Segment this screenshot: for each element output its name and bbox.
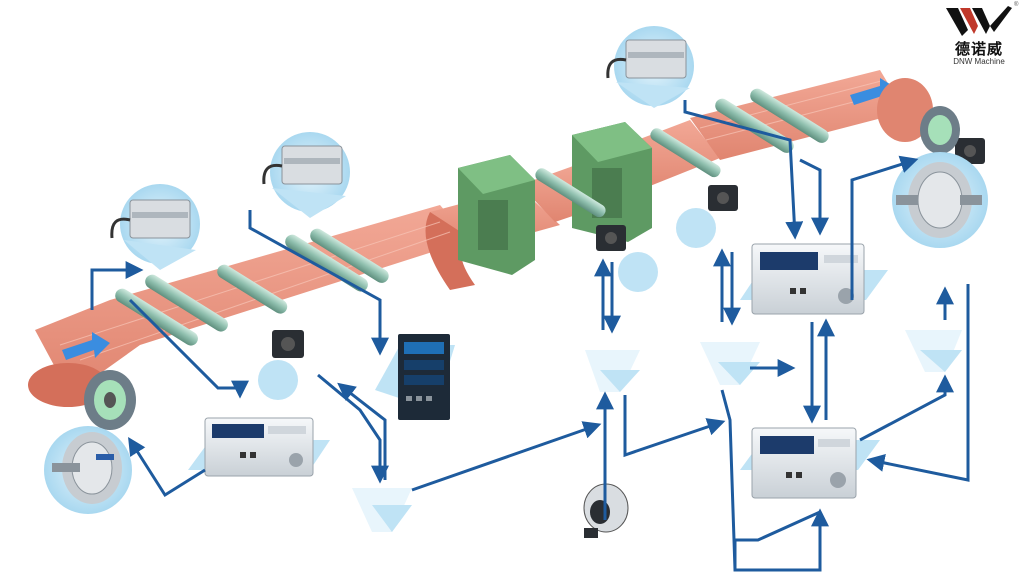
magnet-block-1: [458, 155, 535, 275]
tension-controller-rewind-2: [740, 427, 880, 499]
roller-motor-2: [708, 185, 738, 211]
roller-motor-4: [955, 138, 985, 164]
junction-tile-2: [585, 350, 640, 392]
tension-controller-rewind-1: [740, 243, 888, 315]
brand-name-cn: 德诺威: [954, 40, 1003, 58]
signal-dot-3: [676, 208, 716, 248]
tension-display-panel: [375, 334, 455, 420]
roller-group-mid: [285, 228, 389, 292]
unwind-roll: [84, 370, 136, 430]
brand-logo: 德诺威 DNW Machine ®: [938, 2, 1020, 66]
magnet-block-2: [572, 122, 652, 242]
tension-load-cell-2: [262, 132, 350, 218]
roller-motor-3: [596, 225, 626, 251]
tension-controller-unwind: [188, 417, 330, 477]
dnw-logo-mark-icon: [946, 6, 1012, 36]
brand-name-en: DNW Machine: [953, 57, 1005, 66]
magnetic-powder-brake-icon: [44, 426, 132, 514]
tension-load-cell-1: [110, 184, 200, 270]
tension-load-cell-3: [606, 26, 694, 108]
magnetic-powder-clutch-icon: [892, 152, 988, 248]
junction-tile-4: [905, 330, 962, 372]
roller-motor-1: [272, 330, 304, 358]
roller-group-left: [115, 264, 288, 346]
registered-mark: ®: [1014, 2, 1019, 8]
signal-dot-2: [618, 252, 658, 292]
rewind-roll: [877, 78, 960, 154]
roller-group-right: [715, 88, 829, 153]
junction-tile-1: [352, 488, 412, 532]
roller-group-center: [535, 128, 721, 218]
signal-dot-1: [258, 360, 298, 400]
junction-tile-3: [700, 342, 760, 385]
web-flow-arrow-left: [62, 332, 110, 360]
signal-wiring: [90, 100, 970, 572]
